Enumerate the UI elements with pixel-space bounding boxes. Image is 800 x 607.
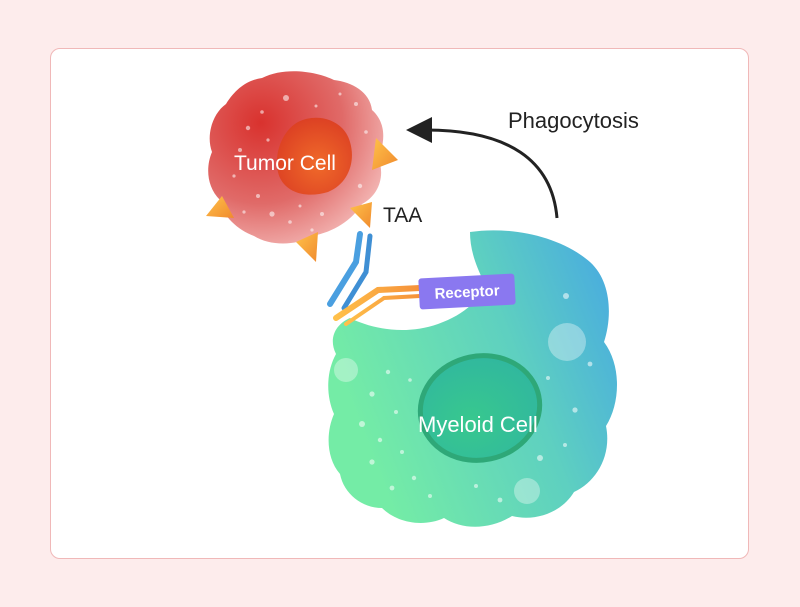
antigen-triangle — [296, 232, 318, 262]
arrowhead-icon — [406, 117, 432, 143]
myeloid-cell — [328, 230, 617, 527]
antigen-triangle — [350, 202, 372, 228]
tumor-cell-speckles — [232, 92, 368, 232]
antigen-triangle — [372, 138, 398, 170]
receptor-label: Receptor — [434, 282, 500, 302]
antigen-triangle — [206, 196, 234, 218]
tumor-cell — [206, 71, 398, 262]
phagocytosis-arrow — [406, 117, 559, 219]
receptor-tag-box — [418, 273, 516, 310]
antibody — [327, 231, 423, 326]
tumor-cell-nucleus — [276, 117, 352, 195]
antibody-light-chain-blue — [341, 233, 373, 311]
antibody-heavy-chain-blue — [327, 231, 363, 307]
antigen-triangles — [206, 138, 398, 262]
antigen-label: TAA — [383, 204, 422, 227]
receptor-tag: Receptor — [418, 273, 516, 310]
tumor-cell-label: Tumor Cell — [234, 152, 336, 175]
myeloid-cell-vesicles — [334, 293, 593, 504]
phagocytosis-arrow-curve — [425, 128, 559, 219]
myeloid-cell-nucleus — [417, 353, 543, 463]
phagocytosis-label: Phagocytosis — [508, 108, 639, 133]
myeloid-cell-label: Myeloid Cell — [418, 412, 538, 437]
antibody-heavy-chain-orange — [333, 285, 423, 321]
antibody-light-chain-orange — [344, 294, 422, 326]
